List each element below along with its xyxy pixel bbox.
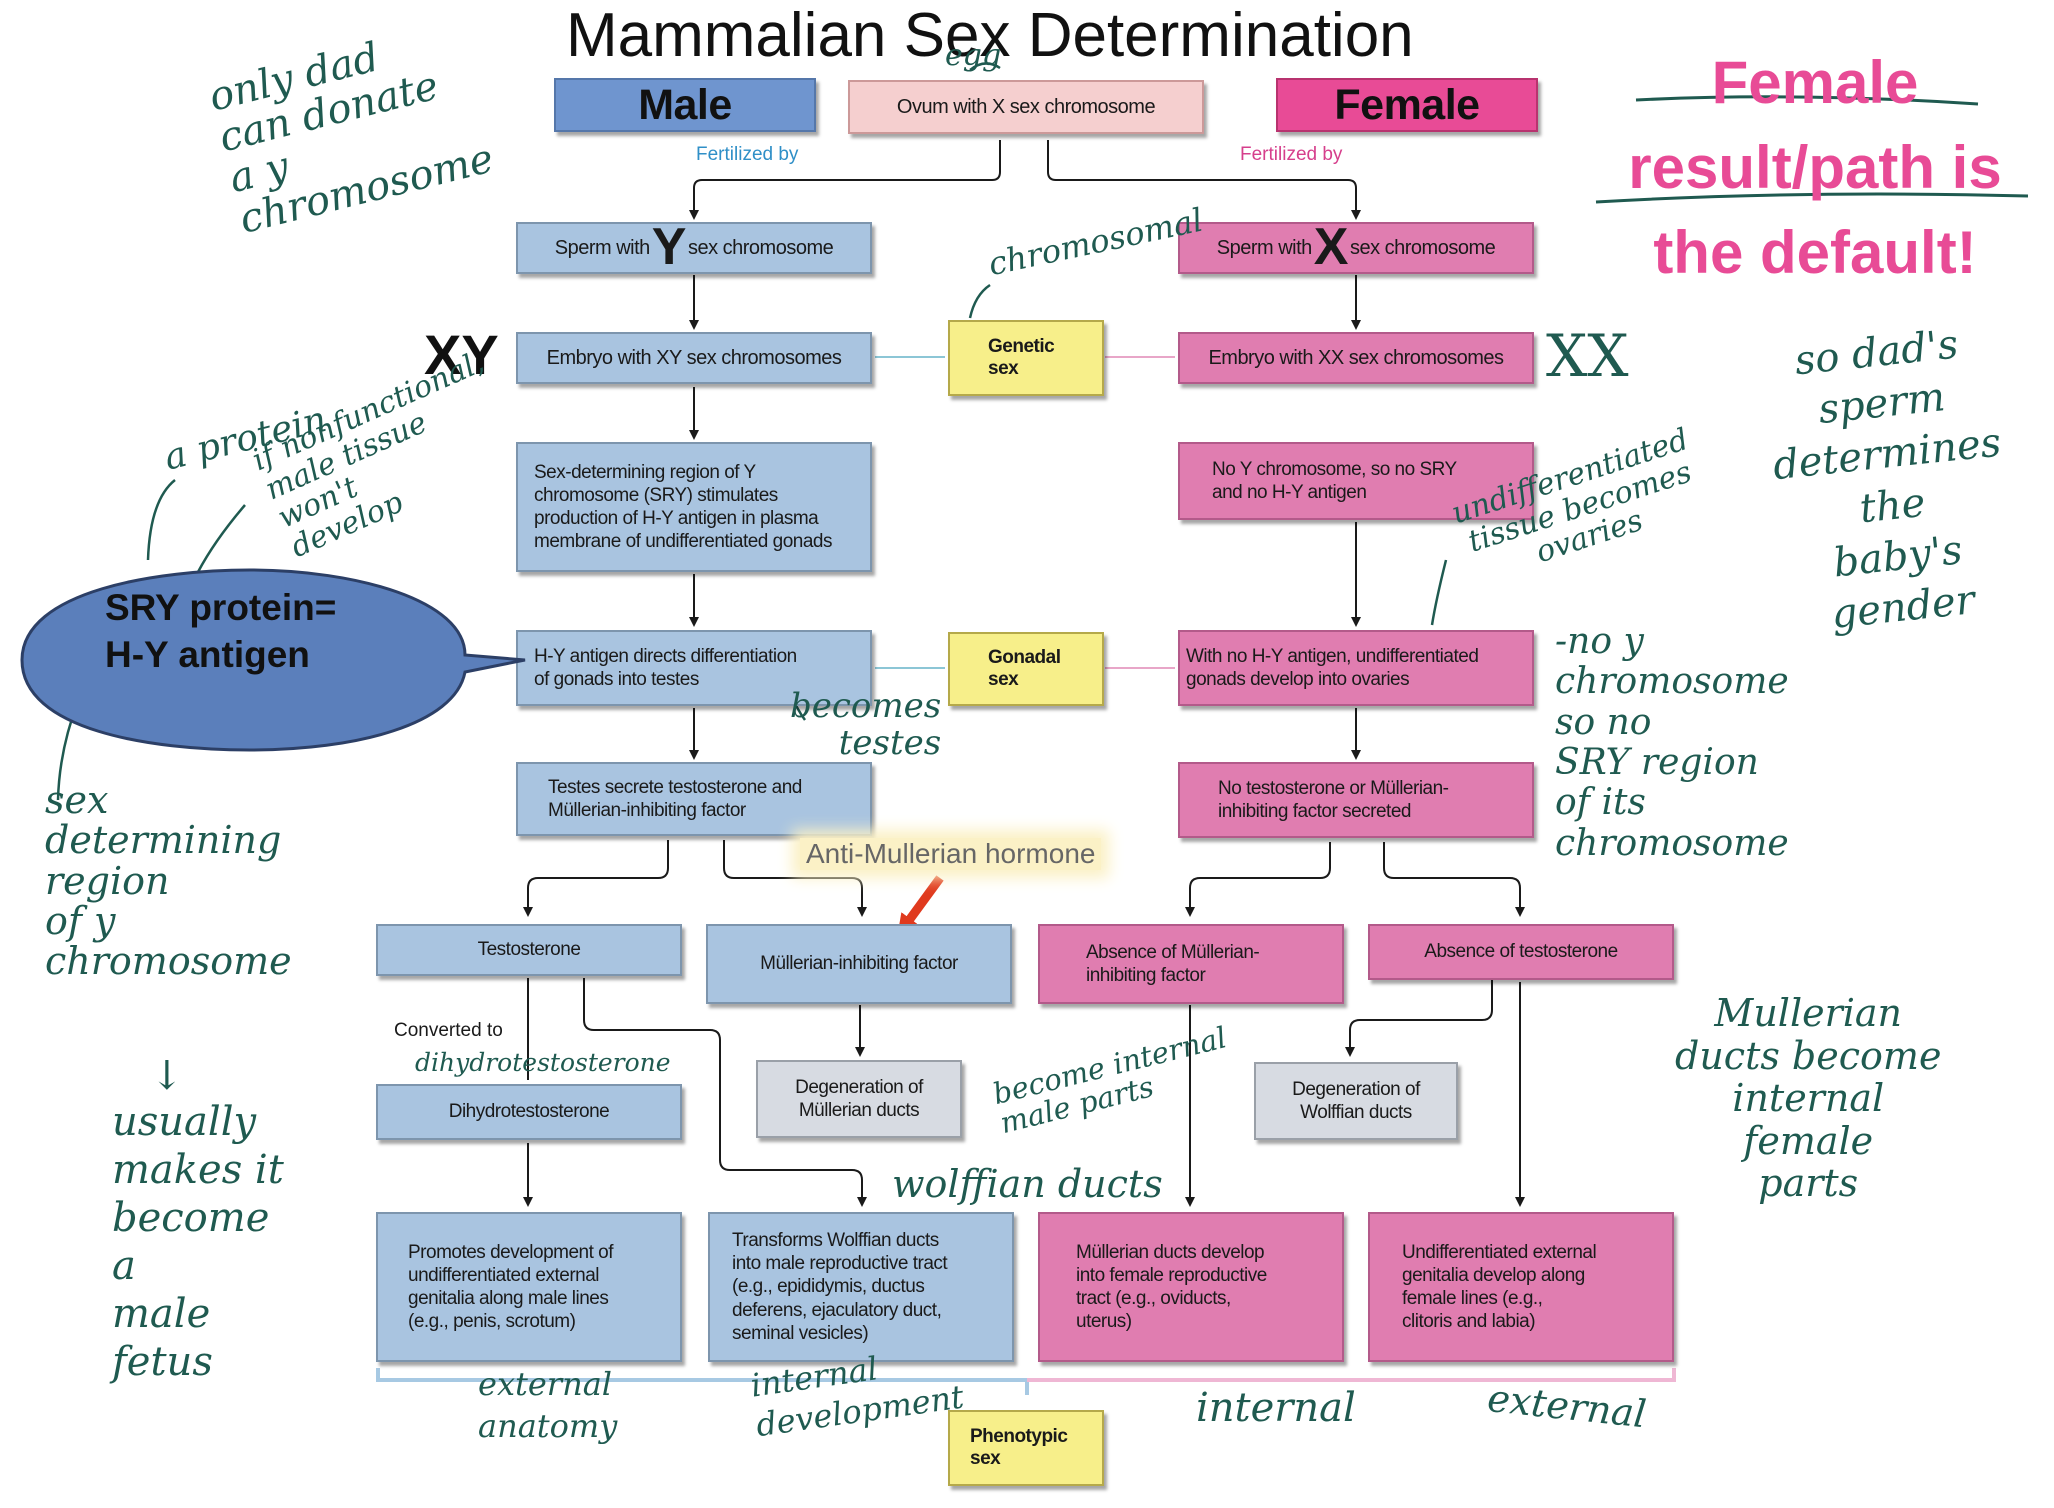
note-internal: internal [1196, 1385, 1356, 1431]
sperm-y-suffix: sex chromosome [687, 236, 834, 259]
note-dihydro: dihydrotestosterone [415, 1048, 671, 1077]
note-down-arrow: ↓ [150, 1053, 184, 1099]
fertilized-right: Fertilized by [1240, 144, 1343, 165]
gonadal-sex-text: Gonadal sex [988, 647, 1061, 690]
promotes-box: Promotes development of undifferentiated… [376, 1212, 682, 1362]
testosterone-text: Testosterone [477, 939, 581, 961]
legend-male: Male [554, 78, 816, 132]
dht-box: Dihydrotestosterone [376, 1084, 682, 1140]
no-y-box: No Y chromosome, so no SRY and no H-Y an… [1178, 442, 1534, 520]
note-dads-sperm: so dad's sperm determines the baby's gen… [1770, 321, 2004, 638]
testosterone-box: Testosterone [376, 924, 682, 976]
sperm-y-prefix: Sperm with [554, 236, 651, 259]
page-title: Mammalian Sex Determination [566, 1, 1414, 70]
absence-testosterone-text: Absence of testosterone [1424, 941, 1618, 963]
note-wolffian: wolffian ducts [892, 1162, 1163, 1206]
gonadal-sex-box: Gonadal sex [948, 632, 1104, 706]
sperm-x-suffix: sex chromosome [1349, 236, 1496, 259]
no-hy-box: With no H-Y antigen, undifferentiated go… [1178, 630, 1534, 706]
note-no-y-chromosome: -no y chromosome so no SRY region of its… [1555, 621, 1789, 864]
absence-mif-box: Absence of Müllerian- inhibiting factor [1038, 924, 1344, 1004]
sperm-y-letter: Y [651, 218, 687, 277]
xy-label: XY [424, 323, 499, 386]
mif-box: Müllerian-inhibiting factor [706, 924, 1012, 1004]
promotes-text: Promotes development of undifferentiated… [408, 1241, 614, 1333]
legend-female: Female [1276, 78, 1538, 132]
genetic-sex-box: Genetic sex [948, 320, 1104, 396]
note-becomes-testes: becomes testes [790, 686, 942, 764]
no-testosterone-box: No testosterone or Müllerian- inhibiting… [1178, 762, 1534, 838]
undiff-external-text: Undifferentiated external genitalia deve… [1402, 1241, 1597, 1333]
amh-label: Anti-Mullerian hormone [800, 838, 1102, 870]
deg-mullerian-box: Degeneration of Müllerian ducts [756, 1060, 962, 1138]
transforms-box: Transforms Wolffian ducts into male repr… [708, 1212, 1014, 1362]
mif-text: Müllerian-inhibiting factor [760, 953, 958, 975]
converted-to-label: Converted to [394, 1020, 503, 1041]
embryo-xy-box: Embryo with XY sex chromosomes [516, 332, 872, 384]
egg-note: egg [945, 38, 1002, 73]
genetic-sex-text: Genetic sex [988, 336, 1055, 379]
sry-text: Sex-determining region of Y chromosome (… [534, 461, 832, 553]
sperm-y-box: Sperm with Y sex chromosome [516, 218, 872, 276]
xx-label: XX [1546, 322, 1629, 390]
hy-antigen-box: H-Y antigen directs differentiation of g… [516, 630, 872, 706]
legend-female-label: Female [1334, 80, 1480, 129]
note-usually: usually makes it become a male fetus [112, 1099, 284, 1385]
embryo-xx-text: Embryo with XX sex chromosomes [1208, 346, 1504, 369]
deg-mullerian-text: Degeneration of Müllerian ducts [795, 1076, 923, 1121]
ovum-box: Ovum with X sex chromosome [848, 80, 1204, 134]
absence-mif-text: Absence of Müllerian- inhibiting factor [1086, 941, 1260, 986]
sperm-x-letter: X [1313, 218, 1349, 277]
sperm-x-prefix: Sperm with [1216, 236, 1313, 259]
sry-box: Sex-determining region of Y chromosome (… [516, 442, 872, 572]
dht-text: Dihydrotestosterone [448, 1101, 610, 1123]
fertilized-left: Fertilized by [696, 144, 799, 165]
absence-testosterone-box: Absence of testosterone [1368, 924, 1674, 980]
sry-bubble [20, 568, 526, 752]
no-testosterone-text: No testosterone or Müllerian- inhibiting… [1218, 777, 1449, 822]
sry-bubble-text: SRY protein= H-Y antigen [105, 587, 337, 675]
embryo-xy-text: Embryo with XY sex chromosomes [546, 346, 842, 369]
embryo-xx-box: Embryo with XX sex chromosomes [1178, 332, 1534, 384]
legend-male-label: Male [638, 80, 732, 129]
ovum-text: Ovum with X sex chromosome [896, 95, 1156, 118]
deg-wolffian-text: Degeneration of Wolffian ducts [1292, 1078, 1420, 1123]
testes-secrete-box: Testes secrete testosterone and Mülleria… [516, 762, 872, 836]
phenotypic-sex-box: Phenotypic sex [948, 1410, 1104, 1486]
undiff-external-box: Undifferentiated external genitalia deve… [1368, 1212, 1674, 1362]
deg-wolffian-box: Degeneration of Wolffian ducts [1254, 1062, 1458, 1140]
hy-antigen-text: H-Y antigen directs differentiation of g… [534, 645, 797, 690]
mullerian-develop-box: Müllerian ducts develop into female repr… [1038, 1212, 1344, 1362]
no-y-text: No Y chromosome, so no SRY and no H-Y an… [1212, 458, 1457, 503]
note-external-anatomy: external anatomy [478, 1365, 618, 1445]
default-note: Female result/path is the default! [1628, 49, 2002, 287]
mullerian-develop-text: Müllerian ducts develop into female repr… [1076, 1241, 1267, 1333]
no-hy-text: With no H-Y antigen, undifferentiated go… [1186, 645, 1479, 690]
testes-secrete-text: Testes secrete testosterone and Mülleria… [548, 776, 802, 821]
note-mullerian-become: Mullerian ducts become internal female p… [1675, 991, 1942, 1206]
note-sex-determining: sex determining region of y chromosome [45, 778, 292, 984]
phenotypic-sex-text: Phenotypic sex [970, 1426, 1068, 1469]
sperm-x-box: Sperm with X sex chromosome [1178, 218, 1534, 276]
transforms-text: Transforms Wolffian ducts into male repr… [732, 1230, 948, 1344]
